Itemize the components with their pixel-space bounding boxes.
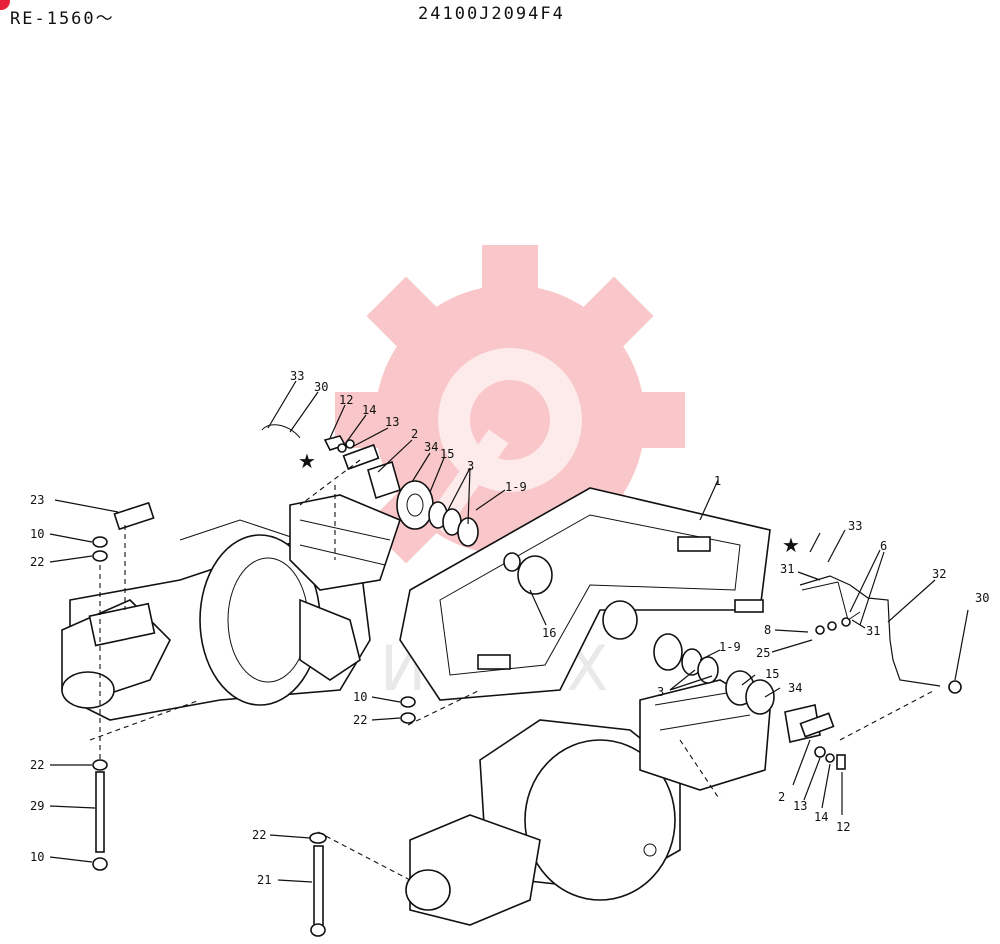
callout-14-right: 14 [814,810,828,824]
callout-16: 16 [542,626,556,640]
callout-2-right: 2 [778,790,785,804]
callout-13-left: 13 [385,415,399,429]
left-star-mark: ★ [298,449,316,473]
callout-22-a: 22 [30,555,44,569]
callout-15-right: 15 [765,667,779,681]
drawing-number: 24100J2094F4 [418,4,565,24]
main-frame [399,487,771,701]
callout-3-left: 3 [467,459,474,473]
callout-31-right-a: 31 [780,562,794,576]
callout-22-d: 22 [252,828,266,842]
callout-34-right: 34 [788,681,802,695]
callout-23: 23 [30,493,44,507]
callout-25: 25 [756,646,770,660]
alignment-lines [89,459,936,881]
callout-13-right: 13 [793,799,807,813]
callout-33-right: 33 [848,519,862,533]
callout-21: 21 [257,873,271,887]
callout-2-left: 2 [411,427,418,441]
callout-3-right: 3 [657,685,664,699]
callout-15-left: 15 [440,447,454,461]
callout-22-c: 22 [30,758,44,772]
callout-labels: 33 30 12 14 13 2 34 15 3 1-9 1 16 23 10 … [30,369,989,887]
callout-12-left: 12 [339,393,353,407]
callout-31-right-b: 31 [866,624,880,638]
callout-30-left: 30 [314,380,328,394]
right-axle-assembly [405,679,771,926]
right-star-mark: ★ [782,533,800,557]
callout-22-b: 22 [353,713,367,727]
callout-33-left: 33 [290,369,304,383]
left-pivot-pin-stack [261,424,479,547]
callout-10-c: 10 [30,850,44,864]
left-axle-assembly [61,519,371,721]
corner-badge [0,0,10,10]
leader-lines [49,380,969,883]
right-pivot-pin-stack [653,633,846,770]
callout-1: 1 [714,474,721,488]
callout-34-left: 34 [424,440,438,454]
right-grease-line [799,575,962,694]
callout-10-a: 10 [30,527,44,541]
left-pivot-brackets [289,494,401,591]
callout-29: 29 [30,799,44,813]
callout-1-9-left: 1-9 [505,480,527,494]
callout-12-right: 12 [836,820,850,834]
left-hardware [92,501,416,937]
model-range-label: RE-1560〜 [10,9,115,29]
callout-32: 32 [932,567,946,581]
callout-8: 8 [764,623,771,637]
callout-1-9-right: 1-9 [719,640,741,654]
callout-6: 6 [880,539,887,553]
callout-30-right: 30 [975,591,989,605]
callout-10-b: 10 [353,690,367,704]
callout-14-left: 14 [362,403,376,417]
